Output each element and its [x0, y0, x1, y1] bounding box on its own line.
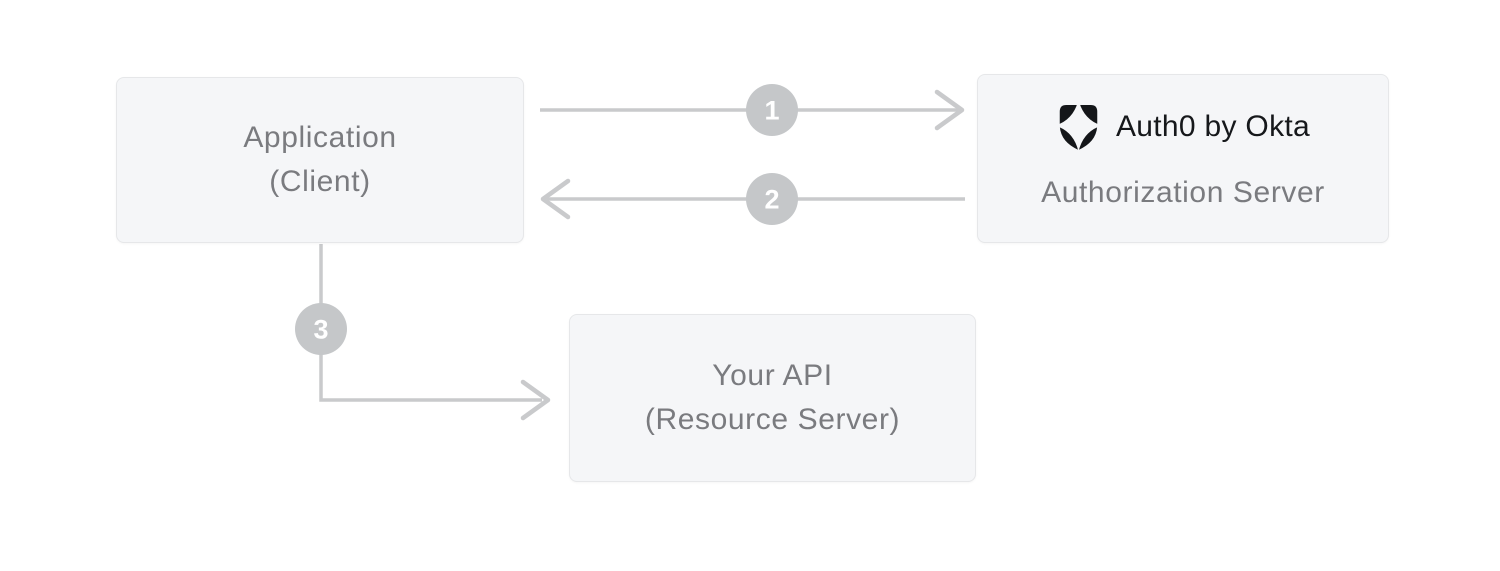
arrow-left-icon	[540, 178, 571, 220]
node-application: Application (Client)	[116, 77, 524, 243]
arrow-right-icon	[520, 379, 551, 421]
step-badge-2: 2	[746, 173, 798, 225]
step-badge-1: 1	[746, 84, 798, 136]
step-badge-3: 3	[295, 303, 347, 355]
step-number-3: 3	[313, 315, 328, 345]
application-label-line1: Application	[243, 121, 397, 154]
api-label-line1: Your API	[712, 359, 833, 392]
arrow-right-icon	[934, 89, 965, 131]
auth0-brand-text: Auth0 by Okta	[1115, 109, 1310, 143]
step-number-1: 1	[764, 96, 779, 126]
node-your-api: Your API (Resource Server)	[569, 314, 976, 482]
authorization-server-label: Authorization Server	[1041, 176, 1325, 209]
api-label-line2: (Resource Server)	[644, 403, 901, 436]
arrow-step-3	[319, 244, 551, 421]
auth0-shield-icon	[1055, 102, 1101, 151]
application-label-line2: (Client)	[269, 165, 371, 198]
node-authorization-server: Auth0 by Okta Authorization Server	[977, 74, 1389, 243]
step-number-2: 2	[764, 185, 779, 215]
auth0-logo: Auth0 by Okta	[1055, 102, 1310, 151]
